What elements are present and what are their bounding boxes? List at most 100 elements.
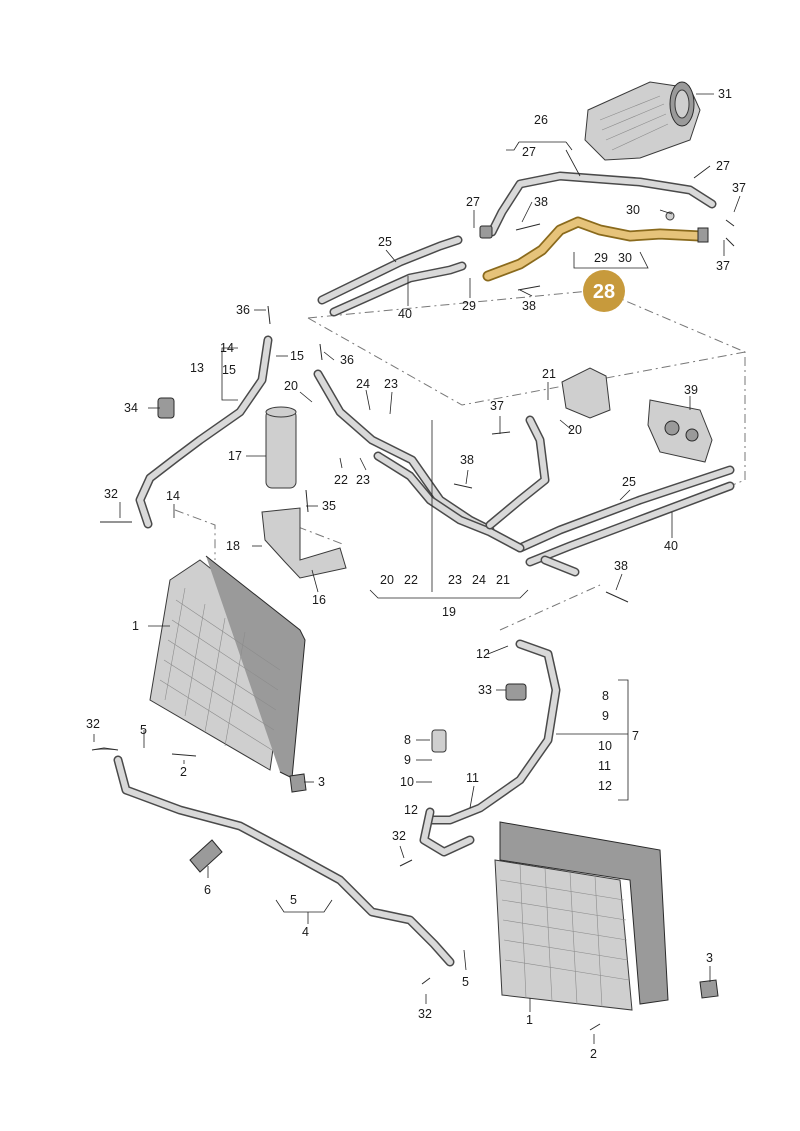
label-25-top: 25: [378, 235, 392, 249]
label-24-bottom: 24: [472, 573, 486, 587]
label-30-mid: 30: [618, 251, 632, 265]
label-14-bottom: 14: [166, 489, 180, 503]
nut-3-left: [289, 773, 307, 793]
label-21-bottom: 21: [496, 573, 510, 587]
sensor-6[interactable]: [189, 839, 223, 873]
label-34: 34: [124, 401, 138, 415]
reference-outline: [174, 289, 746, 631]
label-12-left: 12: [404, 803, 418, 817]
leader-lines: [93, 93, 741, 1044]
part-28-badge[interactable]: 28: [583, 270, 625, 312]
label-38-center: 38: [460, 453, 474, 467]
label-9-right: 9: [602, 709, 609, 723]
label-20-right: 20: [568, 423, 582, 437]
pipes-25-40-left[interactable]: [317, 235, 467, 317]
label-32-left: 32: [86, 717, 100, 731]
pipe-13[interactable]: [135, 335, 273, 529]
radiator-left[interactable]: [149, 555, 306, 779]
label-10-right: 10: [598, 739, 612, 753]
label-1-right: 1: [526, 1013, 533, 1027]
label-26: 26: [534, 113, 548, 127]
label-38-right: 38: [614, 559, 628, 573]
label-25-right: 25: [622, 475, 636, 489]
label-23-bottom: 23: [448, 573, 462, 587]
label-31: 31: [718, 87, 732, 101]
label-40-right: 40: [664, 539, 678, 553]
label-10-left: 10: [400, 775, 414, 789]
label-4: 4: [302, 925, 309, 939]
label-37-top: 37: [732, 181, 746, 195]
holder-21[interactable]: [561, 367, 611, 419]
label-7: 7: [632, 729, 639, 743]
label-2-left: 2: [180, 765, 187, 779]
label-23-mid: 23: [356, 473, 370, 487]
label-11-left: 11: [466, 771, 479, 785]
label-38-mid: 38: [522, 299, 536, 313]
label-3-right: 3: [706, 951, 713, 965]
label-32-bottom: 32: [418, 1007, 432, 1021]
label-3-left: 3: [318, 775, 325, 789]
label-35: 35: [322, 499, 336, 513]
bracket-39[interactable]: [647, 399, 713, 463]
pipe-group-19[interactable]: [313, 369, 580, 577]
label-27-right: 27: [716, 159, 730, 173]
label-5-left: 5: [140, 723, 147, 737]
label-5-mid: 5: [290, 893, 297, 907]
pipe-26[interactable]: [487, 171, 717, 237]
label-12-right: 12: [598, 779, 612, 793]
label-32-mid: 32: [392, 829, 406, 843]
label-33: 33: [478, 683, 492, 697]
bolts: [91, 219, 735, 1031]
nut-3-right: [699, 979, 719, 999]
label-13: 13: [190, 361, 204, 375]
label-30-top: 30: [626, 203, 640, 217]
label-14-top: 14: [220, 341, 234, 355]
label-37-mid: 37: [490, 399, 504, 413]
label-15-left: 15: [222, 363, 236, 377]
pressure-switch-8[interactable]: [431, 729, 447, 753]
label-9-left: 9: [404, 753, 411, 767]
ac-compressor[interactable]: [584, 81, 701, 161]
label-23-top: 23: [384, 377, 398, 391]
badge-28-number: 28: [593, 281, 615, 303]
label-15-right: 15: [290, 349, 304, 363]
label-27-left: 27: [466, 195, 480, 209]
label-20-left: 20: [284, 379, 298, 393]
label-22-mid: 22: [334, 473, 348, 487]
label-12-top: 12: [476, 647, 490, 661]
label-5-bottom: 5: [462, 975, 469, 989]
label-8-right: 8: [602, 689, 609, 703]
callout-labels: 31 26 27 27 37 27 38 30 25 29 30 37 29 3…: [86, 87, 746, 1061]
clip-34[interactable]: [157, 397, 175, 419]
label-8-left: 8: [404, 733, 411, 747]
clamp-33[interactable]: [505, 683, 527, 701]
pipe-7[interactable]: [419, 639, 561, 857]
label-36-right: 36: [340, 353, 354, 367]
pipe-4[interactable]: [113, 755, 455, 967]
label-38-top: 38: [534, 195, 548, 209]
label-39: 39: [684, 383, 698, 397]
pipes-25-40-right[interactable]: [515, 465, 735, 567]
label-20-bottom: 20: [380, 573, 394, 587]
receiver-drier[interactable]: [265, 406, 297, 489]
label-40-top: 40: [398, 307, 412, 321]
label-36-left: 36: [236, 303, 250, 317]
pipe-27-fitting: [479, 225, 493, 239]
radiator-right[interactable]: [494, 821, 669, 1011]
label-22-bottom: 22: [404, 573, 418, 587]
drier-bracket-16[interactable]: [261, 507, 347, 579]
pipe-28-highlighted[interactable]: [482, 216, 706, 282]
label-1-left: 1: [132, 619, 139, 633]
fitting-30: [697, 227, 709, 243]
label-29-mid: 29: [594, 251, 608, 265]
label-21-top: 21: [542, 367, 556, 381]
label-27-top: 27: [522, 145, 536, 159]
label-19: 19: [442, 605, 456, 619]
label-37-bottom: 37: [716, 259, 730, 273]
label-17: 17: [228, 449, 242, 463]
label-11-right: 11: [598, 759, 611, 773]
label-2-right: 2: [590, 1047, 597, 1061]
label-29-left: 29: [462, 299, 476, 313]
